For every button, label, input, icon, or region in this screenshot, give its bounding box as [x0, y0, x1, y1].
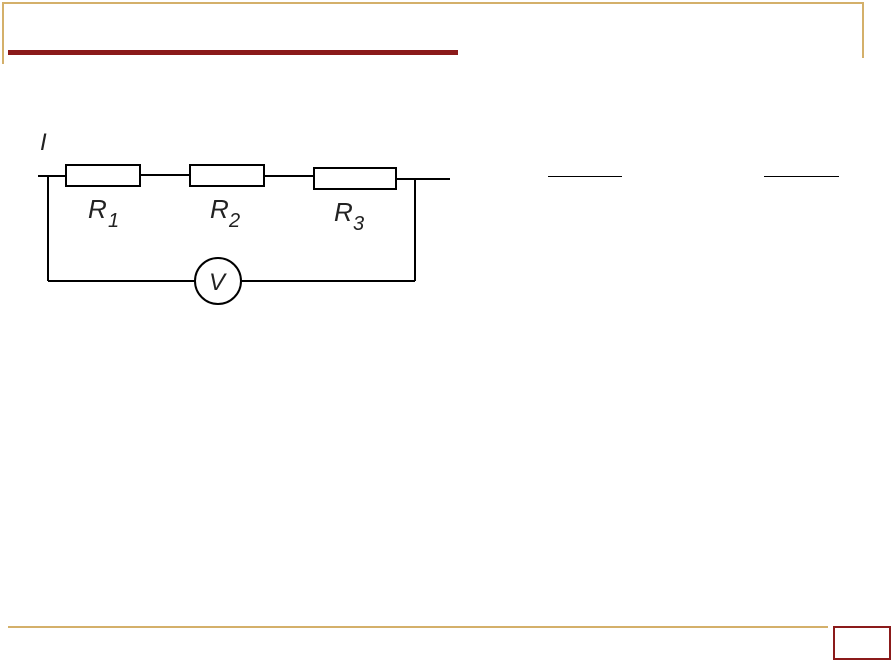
slide-frame-top — [4, 2, 864, 4]
blank-line-2 — [764, 176, 839, 177]
title-underline — [8, 50, 458, 55]
voltmeter-label: V — [209, 269, 227, 296]
r2-subscript: 2 — [228, 210, 240, 232]
blank-line-1 — [548, 176, 622, 177]
current-label: I — [40, 129, 47, 156]
resistor-r2 — [189, 164, 265, 187]
resistor-r1 — [65, 164, 141, 187]
slide-frame-left — [2, 2, 4, 64]
r3-label: R — [334, 197, 353, 227]
footer-line — [8, 626, 828, 628]
slide-frame-right — [862, 2, 864, 58]
r1-subscript: 1 — [108, 210, 119, 232]
r3-subscript: 3 — [353, 213, 364, 235]
r2-label: R — [210, 194, 229, 224]
page-number-box — [833, 626, 891, 660]
resistor-r3 — [313, 167, 397, 190]
r1-label: R — [88, 194, 107, 224]
